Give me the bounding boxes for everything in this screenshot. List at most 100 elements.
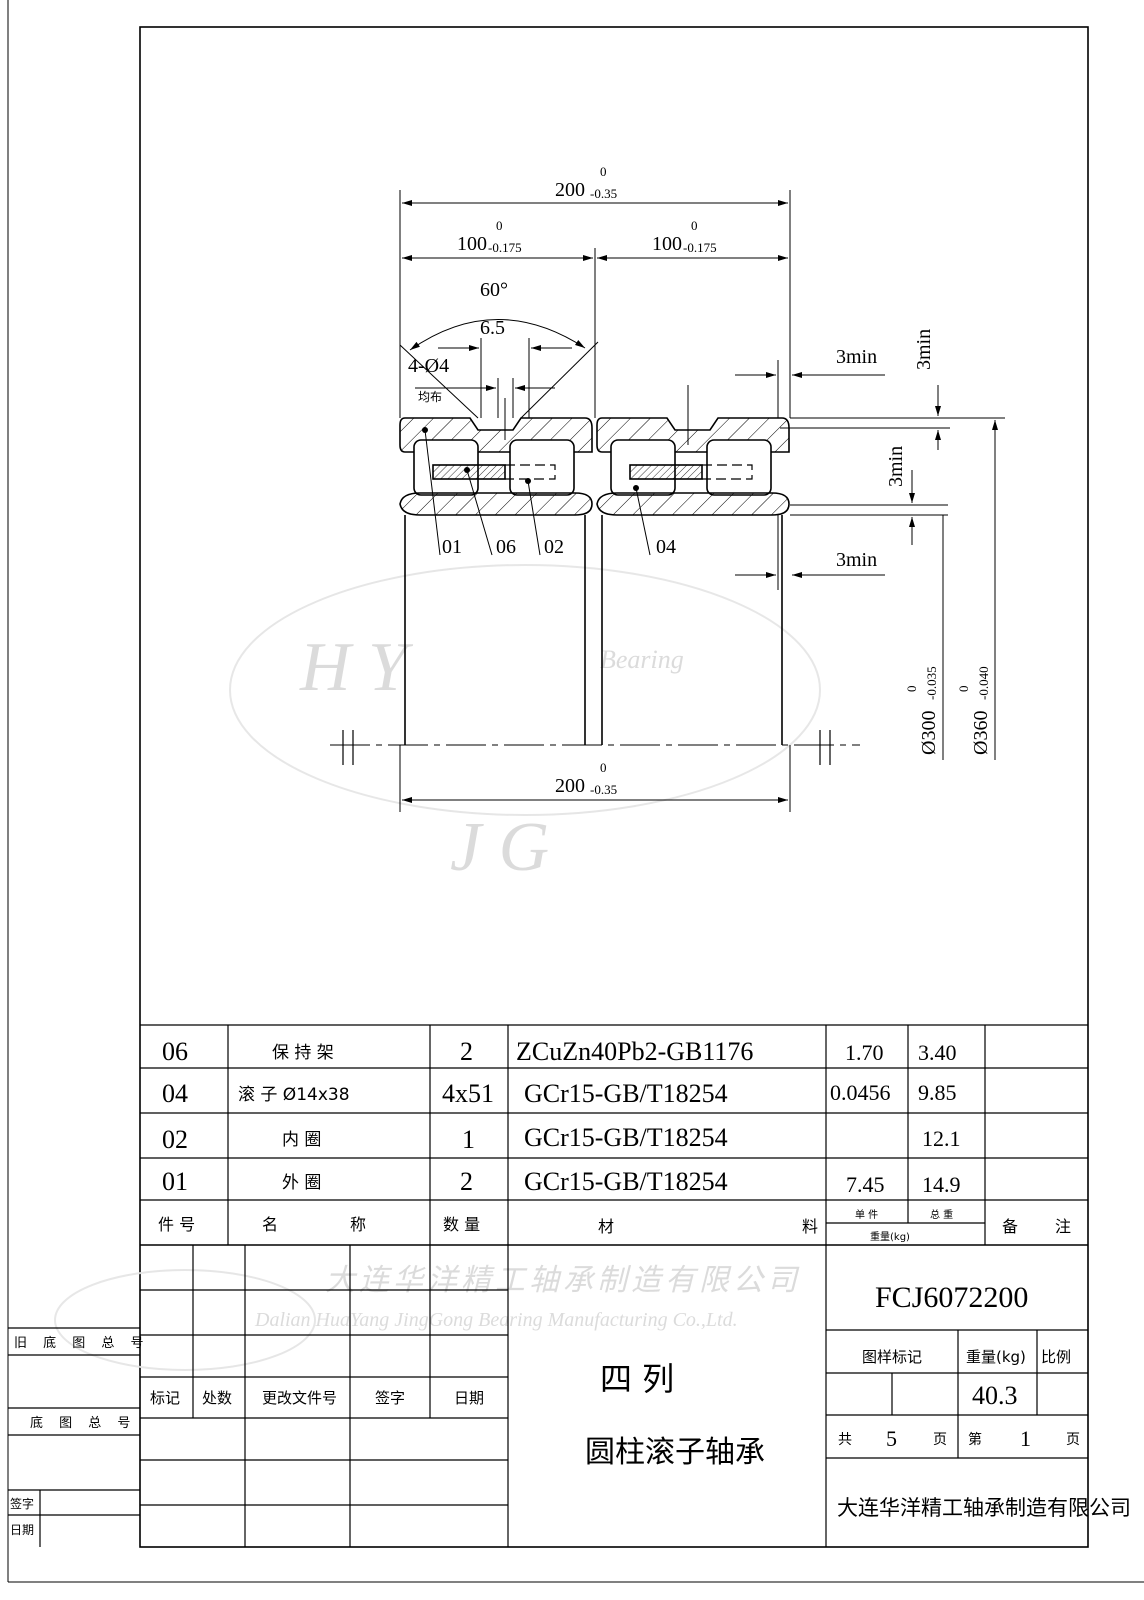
header-name-a: 名	[262, 1215, 278, 1234]
dim-overall-width-bottom: 200	[555, 775, 585, 797]
dim-half-width-left: 100	[457, 233, 487, 255]
dim-half-lower-right: -0.175	[683, 240, 717, 255]
parts-table-grid	[140, 1024, 1088, 1246]
dim-holes-note: 均布	[418, 390, 442, 404]
watermark-logo-jg: J G	[450, 809, 549, 886]
dim-overall-upper-top: 0	[600, 164, 607, 179]
company-name: 大连华洋精工轴承制造有限公司	[837, 1496, 1131, 1520]
header-qty: 数 量	[443, 1215, 480, 1234]
leader-dots	[422, 427, 639, 491]
label-scale: 比例	[1041, 1348, 1071, 1366]
header-material-a: 材	[598, 1217, 614, 1236]
cell-total-weight: 14.9	[922, 1172, 961, 1197]
cell-material: GCr15-GB/T18254	[524, 1167, 728, 1196]
bearing-half-left	[399, 417, 593, 745]
cell-qty: 2	[460, 1037, 473, 1066]
dim-half-width-right: 100	[652, 233, 682, 255]
cell-total-weight: 12.1	[922, 1126, 961, 1151]
watermark-company-en: Dalian HuaYang JingGong Bearing Manufact…	[254, 1309, 738, 1331]
title-block: 旧 底 图 总 号 底 图 总 号 签字 日期 标记 处数 更改文件号 签字 日…	[10, 1281, 1131, 1537]
dim-bore-upper: 0	[904, 686, 919, 693]
dim-chamfer-od: 3min	[913, 329, 935, 370]
sheets-total-label-a: 共	[838, 1432, 852, 1448]
cell-material: GCr15-GB/T18254	[524, 1123, 728, 1152]
parts-table: 06 保 持 架 2 ZCuZn40Pb2-GB1176 1.70 3.40 0…	[158, 1037, 1071, 1243]
watermark-logo-sub: Bearing	[600, 645, 684, 674]
cell-unit-weight: 0.0456	[830, 1080, 891, 1105]
rev-header-count: 处数	[202, 1389, 232, 1407]
dim-bore-lower: -0.035	[924, 666, 939, 700]
header-weight: 重量(kg)	[870, 1230, 910, 1243]
cell-unit-weight: 1.70	[845, 1040, 884, 1065]
header-unit: 单 件	[855, 1209, 878, 1221]
dim-angle: 60°	[480, 279, 508, 301]
label-old-drawing-no: 旧 底 图 总 号	[14, 1335, 150, 1351]
cell-no: 04	[162, 1079, 188, 1108]
cell-no: 01	[162, 1167, 188, 1196]
dim-od: Ø360	[970, 711, 992, 755]
bearing-half-right	[596, 417, 790, 745]
callout-06: 06	[496, 536, 516, 558]
bearing-section	[330, 417, 860, 765]
label-sign: 签字	[10, 1496, 34, 1511]
sheets-total-label-b: 页	[933, 1432, 947, 1448]
watermark: H Y Bearing J G 大连华洋精工轴承制造有限公司 Dalian Hu…	[54, 564, 821, 1371]
dim-chamfer-bore: 3min	[885, 446, 907, 487]
header-material-b: 料	[802, 1217, 818, 1236]
cell-qty: 2	[460, 1167, 473, 1196]
dim-overall-width-top: 200	[555, 179, 585, 201]
cell-name: 滚 子 Ø14x38	[238, 1085, 350, 1105]
label-date: 日期	[10, 1523, 34, 1537]
rev-header-doc: 更改文件号	[262, 1389, 337, 1407]
table-row: 04 滚 子 Ø14x38 4x51 GCr15-GB/T18254 0.045…	[162, 1079, 957, 1108]
rev-header-mark: 标记	[150, 1389, 180, 1407]
cell-total-weight: 3.40	[918, 1040, 957, 1065]
title-block-grid	[8, 1245, 1088, 1547]
header-no: 件 号	[158, 1215, 195, 1234]
header-total: 总 重	[930, 1208, 953, 1221]
sheet-label-b: 页	[1066, 1432, 1080, 1448]
cell-material: GCr15-GB/T18254	[524, 1079, 728, 1108]
dim-od-lower: -0.040	[976, 666, 991, 700]
table-row: 06 保 持 架 2 ZCuZn40Pb2-GB1176 1.70 3.40	[162, 1037, 957, 1066]
watermark-company-cn: 大连华洋精工轴承制造有限公司	[325, 1263, 801, 1298]
table-row: 02 内 圈 1 GCr15-GB/T18254 12.1	[162, 1123, 961, 1154]
dim-half-lower-left: -0.175	[488, 240, 522, 255]
dim-holes: 4-Ø4	[408, 355, 449, 377]
callout-04: 04	[656, 536, 676, 558]
cell-no: 02	[162, 1125, 188, 1154]
cell-material: ZCuZn40Pb2-GB1176	[516, 1037, 753, 1066]
label-weight: 重量(kg)	[966, 1348, 1026, 1366]
label-sample-mark: 图样标记	[862, 1348, 922, 1366]
dim-slot-width: 6.5	[480, 317, 505, 339]
dim-overall-lower-top: -0.35	[590, 186, 617, 201]
callout-02: 02	[544, 536, 564, 558]
dim-chamfer-bottom: 3min	[836, 549, 877, 571]
sheet-number: 1	[1020, 1426, 1031, 1451]
cell-unit-weight: 7.45	[846, 1172, 885, 1197]
dimension-text: 200 0 -0.35 100 0 -0.175 100 0 -0.175 60…	[408, 164, 992, 797]
part-number: FCJ6072200	[875, 1281, 1028, 1314]
watermark-logo-hy: H Y	[299, 629, 414, 706]
rev-header-date: 日期	[454, 1389, 484, 1407]
sheets-total: 5	[886, 1426, 897, 1451]
cell-name: 外 圈	[282, 1173, 321, 1193]
table-row: 01 外 圈 2 GCr15-GB/T18254 7.45 14.9	[162, 1167, 961, 1197]
dim-half-upper-left: 0	[496, 218, 503, 233]
cell-qty: 4x51	[442, 1079, 494, 1108]
title-line-1: 四 列	[600, 1360, 674, 1398]
cell-total-weight: 9.85	[918, 1080, 957, 1105]
cell-no: 06	[162, 1037, 188, 1066]
dim-overall-upper-bottom: 0	[600, 760, 607, 775]
sheet-frame	[7, 0, 1144, 1583]
rev-header-sign: 签字	[375, 1389, 405, 1407]
callout-01: 01	[442, 536, 462, 558]
dim-overall-lower-bottom: -0.35	[590, 782, 617, 797]
dim-chamfer-top: 3min	[836, 346, 877, 368]
weight-value: 40.3	[972, 1381, 1018, 1410]
sheet-label-a: 第	[968, 1431, 982, 1448]
dim-half-upper-right: 0	[691, 218, 698, 233]
dim-od-upper: 0	[956, 686, 971, 693]
table-header: 件 号 名 称 数 量 材 料 单 件 总 重 重量(kg) 备 注	[158, 1208, 1071, 1243]
header-name-b: 称	[350, 1215, 366, 1234]
